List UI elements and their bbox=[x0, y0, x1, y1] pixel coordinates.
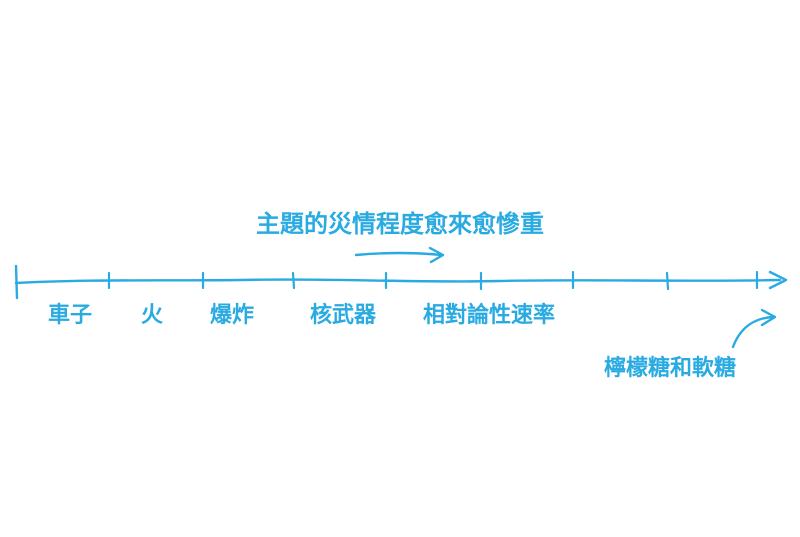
heading-arrow-shaft bbox=[354, 251, 444, 257]
heading-arrow-head-icon bbox=[428, 246, 445, 264]
timeline-label-explosion: 爆炸 bbox=[210, 302, 254, 328]
timeline-label-car: 車子 bbox=[48, 303, 92, 328]
annotation-label: 檸檬糖和軟糖 bbox=[604, 355, 736, 381]
timeline-tick bbox=[665, 271, 670, 291]
timeline-start-cap bbox=[14, 264, 19, 300]
annotation-arrow-shaft bbox=[731, 315, 775, 349]
timeline-arrow-head-icon bbox=[768, 270, 788, 290]
annotation-arrow-head-icon bbox=[760, 308, 777, 327]
timeline-label-nuclear: 核武器 bbox=[310, 302, 377, 328]
timeline-line bbox=[14, 278, 782, 285]
timeline-label-relativistic: 相對論性速率 bbox=[423, 302, 555, 328]
timeline-tick bbox=[291, 271, 296, 290]
timeline-label-fire: 火 bbox=[141, 303, 163, 328]
diagram-heading: 主題的災情程度愈來愈慘重 bbox=[256, 210, 544, 238]
